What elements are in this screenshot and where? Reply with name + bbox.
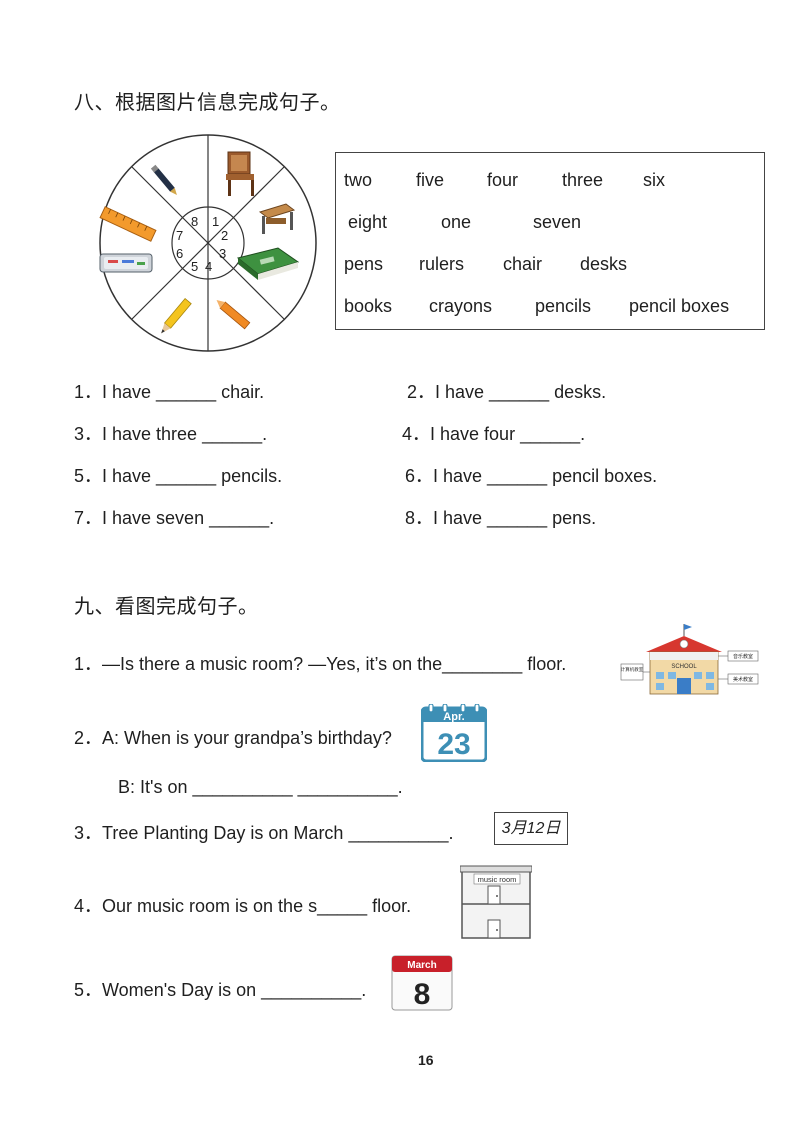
word-bank-word: books xyxy=(344,296,393,316)
question-8-5: 5．I have ______ pencils. xyxy=(74,466,283,486)
wheel-number-4: 4 xyxy=(205,259,212,274)
question-9-5: 5．Women's Day is on __________. xyxy=(74,980,367,1000)
pencil-icon xyxy=(161,298,192,334)
callout-computer-room: 计算机教室 xyxy=(621,666,644,673)
word-bank-word: chair xyxy=(503,254,543,274)
word-bank: two five four three six eight one seven … xyxy=(335,152,765,330)
school-label: SCHOOL xyxy=(671,664,697,670)
march-calendar-icon: March 8 xyxy=(391,955,453,1011)
ruler-icon xyxy=(99,206,157,242)
wheel-number-1: 1 xyxy=(212,214,219,229)
question-8-7: 7．I have seven ______. xyxy=(74,508,275,528)
book-icon xyxy=(236,247,300,280)
two-floor-building-icon: music room xyxy=(460,865,532,939)
callout-music-room: 音乐教室 xyxy=(733,653,753,660)
word-bank-word: four xyxy=(487,170,519,190)
word-bank-word: rulers xyxy=(419,254,465,274)
question-8-2: 2．I have ______ desks. xyxy=(407,382,607,402)
calendar-month: Apr. xyxy=(443,711,464,723)
school-building-icon: SCHOOL 音乐教室 美术教室 计算机教室 xyxy=(620,624,759,695)
callout-art-room: 美术教室 xyxy=(733,676,753,683)
question-8-6: 6．I have ______ pencil boxes. xyxy=(405,466,658,486)
question-8-4: 4．I have four ______. xyxy=(402,424,586,444)
question-9-3: 3．Tree Planting Day is on March ________… xyxy=(74,823,454,843)
april-calendar-icon: Apr. 23 xyxy=(421,704,487,762)
question-9-4: 4．Our music room is on the s_____ floor. xyxy=(74,896,412,916)
question-9-2a: 2．A: When is your grandpa’s birthday? xyxy=(74,728,392,748)
chair-icon xyxy=(226,151,254,196)
question-8-1: 1．I have ______ chair. xyxy=(74,382,265,402)
pen-icon xyxy=(150,164,177,196)
section-9-heading: 九、看图完成句子。 xyxy=(74,596,259,618)
calendar-day: 8 xyxy=(414,978,431,1011)
word-bank-word: one xyxy=(441,212,472,232)
word-bank-word: desks xyxy=(580,254,628,274)
desk-icon xyxy=(258,203,296,234)
crayon-icon xyxy=(216,300,251,330)
question-8-3: 3．I have three ______. xyxy=(74,424,268,444)
pencil-box-icon xyxy=(99,253,153,273)
word-bank-word: pens xyxy=(344,254,384,274)
page-number: 16 xyxy=(418,1052,434,1068)
calendar-month: March xyxy=(407,960,436,971)
section-8-heading: 八、根据图片信息完成句子。 xyxy=(74,92,341,114)
word-bank-word: crayons xyxy=(429,296,493,316)
music-room-sign: music room xyxy=(478,875,517,884)
stationery-wheel: 8 1 2 3 4 5 6 7 xyxy=(99,134,317,352)
wheel-number-8: 8 xyxy=(191,214,198,229)
wheel-number-3: 3 xyxy=(219,246,226,261)
word-bank-word: pencils xyxy=(535,296,592,316)
question-9-1: 1．—Is there a music room? —Yes, it’s on … xyxy=(74,654,567,674)
calendar-day: 23 xyxy=(437,728,470,761)
word-bank-word: three xyxy=(562,170,604,190)
word-bank-word: seven xyxy=(533,212,582,232)
question-8-8: 8．I have ______ pens. xyxy=(405,508,597,528)
date-box: 3月12日 xyxy=(494,812,568,845)
word-bank-word: five xyxy=(416,170,445,190)
word-bank-word: pencil boxes xyxy=(629,296,730,316)
wheel-number-7: 7 xyxy=(176,228,183,243)
question-9-2b: B: It's on __________ __________. xyxy=(118,777,403,797)
wheel-number-2: 2 xyxy=(221,228,228,243)
word-bank-word: eight xyxy=(348,212,388,232)
word-bank-word: two xyxy=(344,170,373,190)
wheel-number-5: 5 xyxy=(191,259,198,274)
word-bank-word: six xyxy=(643,170,665,190)
wheel-number-6: 6 xyxy=(176,246,183,261)
